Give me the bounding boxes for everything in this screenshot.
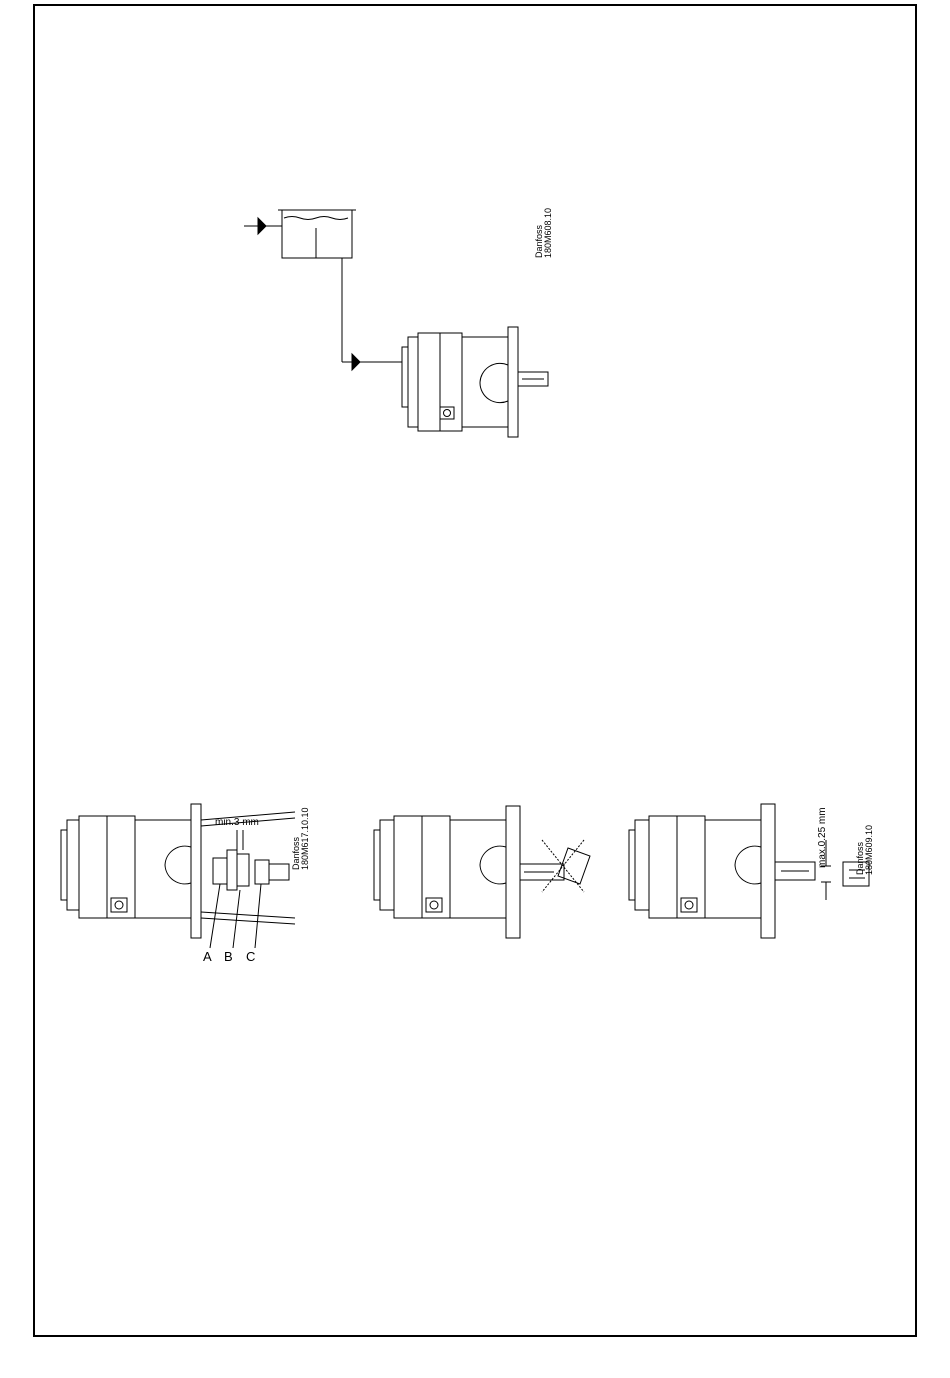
flow-arrow-icon (352, 354, 360, 370)
motor-tolerance (625, 800, 885, 950)
code-coupling: Danfoss 180M617.10.10 (292, 807, 310, 870)
port-icon (685, 901, 693, 909)
part-b-label: B (224, 950, 233, 963)
inlet-arrow-icon (258, 218, 266, 234)
motor-wrong-load (370, 800, 600, 950)
page-border (33, 4, 917, 1337)
motor-coupling (55, 800, 305, 950)
part-c-label: C (246, 950, 255, 963)
part-a-label: A (203, 950, 212, 963)
motor-top (330, 325, 560, 440)
code-top: Danfoss 180M608.10 (535, 208, 553, 258)
crossed-out-icon (542, 840, 584, 892)
max-tolerance-label: max.0.25 mm (818, 807, 828, 868)
min-gap-label: min.3 mm (215, 818, 259, 828)
code-coupling-number: 180M617.10.10 (301, 807, 310, 870)
code-tolerance: Danfoss 180M609.10 (856, 825, 874, 875)
port-icon (115, 901, 123, 909)
code-tolerance-number: 180M609.10 (865, 825, 874, 875)
port-icon (430, 901, 438, 909)
port-icon (444, 410, 451, 417)
code-top-number: 180M608.10 (544, 208, 553, 258)
